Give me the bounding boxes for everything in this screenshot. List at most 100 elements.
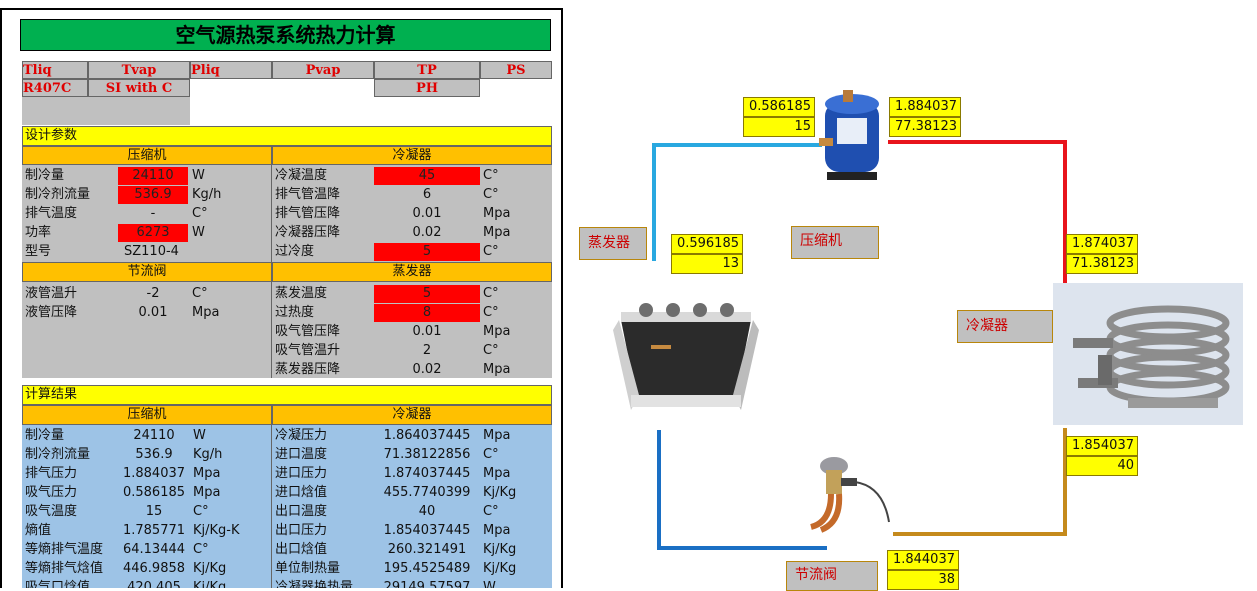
condenser-outlet-pressure: 1.854037 <box>1066 436 1138 456</box>
blank-cell <box>22 97 190 125</box>
result-cond-label: 冷凝器换热量 <box>275 580 354 588</box>
condenser-image[interactable] <box>1053 283 1243 425</box>
design-cond-label: 排气管压降 <box>275 206 341 221</box>
return-pipe <box>657 430 661 550</box>
result-cond-value[interactable]: 71.38122856 <box>383 447 471 462</box>
result-cond-value[interactable]: 1.854037445 <box>383 523 471 538</box>
result-comp-label: 制冷剂流量 <box>25 447 91 462</box>
result-comp-label: 吸气口焓值 <box>25 580 91 588</box>
design-valve-value[interactable]: 0.01 <box>138 305 168 320</box>
design-cond-value[interactable]: 0.01 <box>412 206 442 221</box>
result-cond-value[interactable]: 1.874037445 <box>383 466 471 481</box>
liquid-pipe <box>893 532 1067 536</box>
design-evap-value[interactable]: 0.01 <box>412 324 442 339</box>
result-cond-unit: Kj/Kg <box>483 561 517 576</box>
result-comp-value[interactable]: 420.405 <box>127 580 181 588</box>
calc-sheet: 空气源热泵系统热力计算 Tliq Tvap Pliq Pvap TP PS R4… <box>0 8 563 588</box>
design-condenser-header: 冷凝器 <box>272 146 552 165</box>
result-comp-label: 等熵排气焓值 <box>25 561 104 576</box>
result-cond-unit: Mpa <box>483 523 511 538</box>
design-evap-unit: C° <box>483 343 499 358</box>
result-cond-value[interactable]: 40 <box>418 504 436 519</box>
result-comp-unit: Kj/Kg-K <box>193 523 240 538</box>
condenser-label: 冷凝器 <box>957 310 1053 343</box>
compressor-image[interactable] <box>817 88 889 188</box>
design-compressor-header: 压缩机 <box>22 146 272 165</box>
design-comp-value[interactable]: 24110 <box>118 167 188 185</box>
result-comp-value[interactable]: 15 <box>145 504 163 519</box>
design-cond-value[interactable]: 0.02 <box>412 225 442 240</box>
result-comp-value[interactable]: 536.9 <box>135 447 173 462</box>
refrigerant-cell[interactable]: R407C <box>22 79 88 97</box>
result-cond-value[interactable]: 195.4525489 <box>383 561 471 576</box>
result-comp-value[interactable]: 1.785771 <box>122 523 186 538</box>
design-valve-header: 节流阀 <box>22 262 272 282</box>
liquid-pipe <box>1063 428 1067 536</box>
result-cond-unit: Kj/Kg <box>483 485 517 500</box>
condenser-inlet-temperature: 71.38123 <box>1066 254 1138 274</box>
design-comp-value[interactable]: - <box>150 206 156 221</box>
result-comp-label: 吸气压力 <box>25 485 78 500</box>
result-cond-label: 进口温度 <box>275 447 328 462</box>
result-cond-value[interactable]: 260.321491 <box>387 542 467 557</box>
design-cond-value[interactable]: 6 <box>422 187 432 202</box>
design-evap-label: 蒸发器压降 <box>275 362 341 377</box>
design-comp-label: 制冷量 <box>25 168 65 183</box>
expansion-valve-image[interactable] <box>791 452 891 534</box>
design-cond-unit: Mpa <box>483 206 511 221</box>
design-comp-value[interactable]: SZ110-4 <box>124 244 179 259</box>
design-comp-label: 功率 <box>25 225 52 240</box>
design-evap-value[interactable]: 5 <box>374 285 480 303</box>
design-evap-label: 蒸发温度 <box>275 286 328 301</box>
header-pliq[interactable]: Pliq <box>190 61 272 79</box>
result-cond-unit: Kj/Kg <box>483 542 517 557</box>
design-evap-value[interactable]: 0.02 <box>412 362 442 377</box>
design-valve-value[interactable]: -2 <box>146 286 160 301</box>
design-cond-unit: Mpa <box>483 225 511 240</box>
result-comp-value[interactable]: 64.13444 <box>122 542 186 557</box>
design-comp-value[interactable]: 536.9 <box>118 186 188 204</box>
design-comp-value[interactable]: 6273 <box>118 224 188 242</box>
result-comp-label: 制冷量 <box>25 428 65 443</box>
ph-cell[interactable]: PH <box>374 79 480 97</box>
design-evap-value[interactable]: 8 <box>374 304 480 322</box>
design-cond-value[interactable]: 5 <box>374 243 480 261</box>
result-comp-unit: C° <box>193 504 209 519</box>
result-cond-label: 单位制热量 <box>275 561 341 576</box>
design-cond-unit: C° <box>483 168 499 183</box>
suction-pipe <box>652 143 656 261</box>
result-comp-value[interactable]: 1.884037 <box>122 466 186 481</box>
result-comp-unit: C° <box>193 542 209 557</box>
result-comp-value[interactable]: 24110 <box>133 428 175 443</box>
discharge-pressure-value: 1.884037 <box>889 97 961 117</box>
design-evap-unit: Mpa <box>483 362 511 377</box>
header-ps[interactable]: PS <box>480 61 552 79</box>
design-cond-value[interactable]: 45 <box>374 167 480 185</box>
result-comp-value[interactable]: 0.586185 <box>122 485 186 500</box>
design-evap-label: 吸气管压降 <box>275 324 341 339</box>
condenser-inlet-pressure: 1.874037 <box>1066 234 1138 254</box>
suction-pressure-value: 0.586185 <box>743 97 815 117</box>
result-cond-unit: C° <box>483 504 499 519</box>
expansion-valve-label: 节流阀 <box>786 561 878 591</box>
result-cond-value[interactable]: 1.864037445 <box>383 428 471 443</box>
result-comp-unit: Mpa <box>193 466 221 481</box>
design-cond-label: 过冷度 <box>275 244 315 259</box>
design-comp-label: 型号 <box>25 244 52 259</box>
system-diagram: 蒸发器 压缩机 冷凝器 节流阀 0.586185 15 1.884037 77.… <box>563 0 1257 591</box>
design-comp-unit: C° <box>192 206 208 221</box>
header-tliq[interactable]: Tliq <box>22 61 88 79</box>
result-cond-label: 进口焓值 <box>275 485 328 500</box>
result-comp-value[interactable]: 446.9858 <box>122 561 186 576</box>
design-evap-value[interactable]: 2 <box>422 343 432 358</box>
header-tvap[interactable]: Tvap <box>88 61 190 79</box>
result-cond-unit: C° <box>483 447 499 462</box>
result-cond-unit: Mpa <box>483 428 511 443</box>
evaporator-image[interactable] <box>611 300 761 420</box>
result-comp-unit: Mpa <box>193 485 221 500</box>
result-cond-value[interactable]: 455.7740399 <box>383 485 471 500</box>
header-tp[interactable]: TP <box>374 61 480 79</box>
unit-system-cell[interactable]: SI with C <box>88 79 190 97</box>
header-pvap[interactable]: Pvap <box>272 61 374 79</box>
result-cond-value[interactable]: 29149.57597 <box>383 580 471 588</box>
